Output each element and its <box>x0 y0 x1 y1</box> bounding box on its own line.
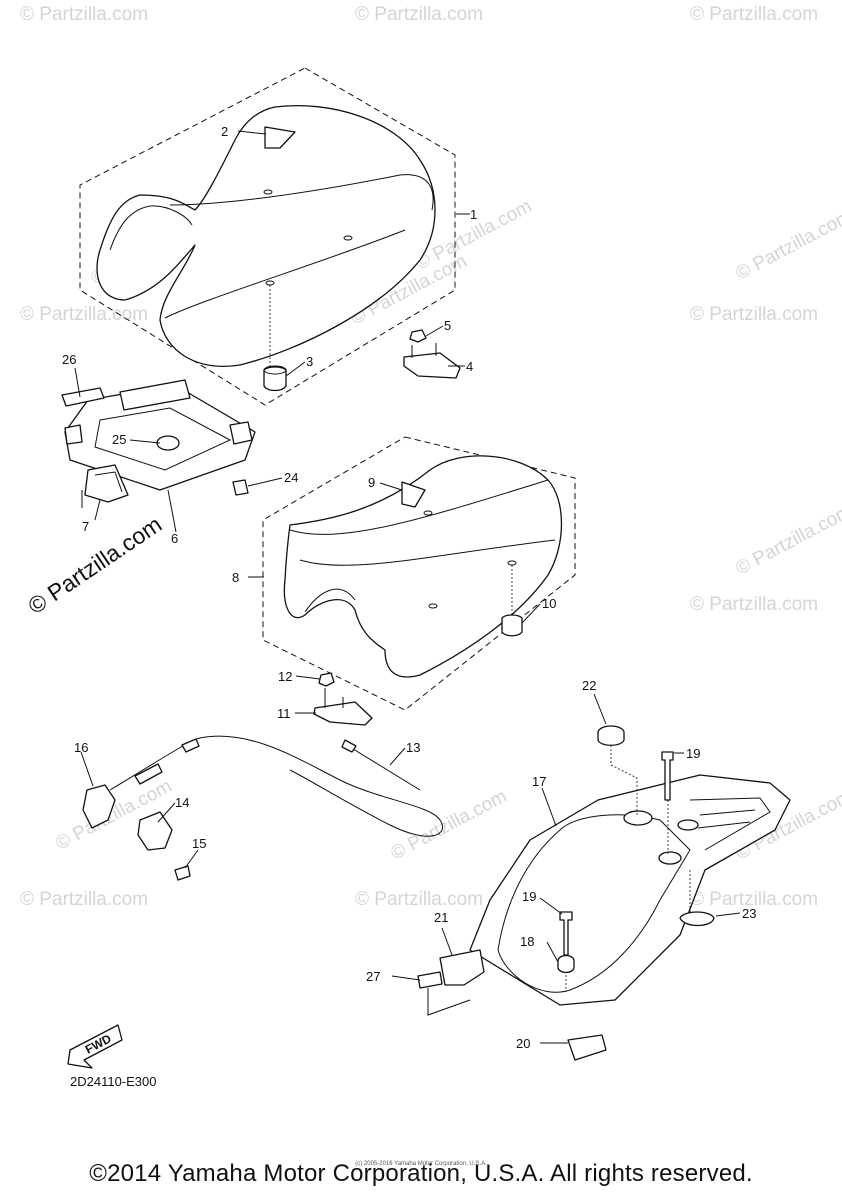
watermark: © Partzilla.com <box>387 786 510 865</box>
watermark-main: © Partzilla.com <box>23 511 166 619</box>
callout-14: 14 <box>175 795 189 810</box>
damper-3 <box>263 366 287 392</box>
bracket-11 <box>313 701 373 726</box>
copyright-footer: ©2014 Yamaha Motor Corporation, U.S.A. A… <box>89 1160 753 1187</box>
callout-7: 7 <box>82 519 89 534</box>
leader-lines <box>74 130 741 1044</box>
pad-21 <box>439 949 485 986</box>
callout-6: 6 <box>171 531 178 546</box>
callout-11: 11 <box>277 706 291 721</box>
front-seat <box>96 104 436 367</box>
rear-seat-dashed-box <box>262 436 576 711</box>
watermark: © Partzilla.com <box>355 4 483 25</box>
callout-22: 22 <box>582 678 596 693</box>
bracket-4 <box>403 352 461 379</box>
damper-24 <box>232 479 249 496</box>
seat-frame-group <box>61 379 256 508</box>
watermark: © Partzilla.com <box>732 206 842 285</box>
callout-9: 9 <box>368 475 375 490</box>
pad-20 <box>567 1034 607 1061</box>
bracket-4-group <box>403 329 461 379</box>
callout-27: 27 <box>366 969 380 984</box>
bolt-19-upper <box>661 751 674 801</box>
grommet-25 <box>156 435 180 451</box>
grommet-22 <box>597 725 625 746</box>
collar-18 <box>557 954 575 974</box>
callout-21: 21 <box>434 910 448 925</box>
small-copyright: (c) 2005-2016 Yamaha Motor Corporation, … <box>355 1161 487 1167</box>
callout-26: 26 <box>62 352 76 367</box>
caution-label-9 <box>401 481 426 508</box>
callout-4: 4 <box>466 359 473 374</box>
callout-20: 20 <box>516 1036 530 1051</box>
lock-7 <box>84 464 129 503</box>
bracket-11-group <box>313 672 373 726</box>
callout-25: 25 <box>112 432 126 447</box>
nut-12 <box>318 672 335 687</box>
watermark: © Partzilla.com <box>690 304 818 325</box>
watermark: © Partzilla.com <box>20 889 148 910</box>
callout-18: 18 <box>520 934 534 949</box>
callouts: 2 1 3 4 5 26 25 24 7 6 9 8 10 12 11 13 1… <box>62 124 756 1051</box>
caution-label-2 <box>264 126 296 149</box>
watermark: © Partzilla.com <box>690 889 818 910</box>
nut-5 <box>409 329 427 343</box>
front-seat-assembly <box>79 67 456 406</box>
callout-17: 17 <box>532 774 546 789</box>
callout-1: 1 <box>470 207 477 222</box>
callout-19-upper: 19 <box>686 746 700 761</box>
callout-19-lower: 19 <box>522 889 536 904</box>
label-27 <box>417 971 443 989</box>
watermark: © Partzilla.com <box>690 594 818 615</box>
callout-8: 8 <box>232 570 239 585</box>
callout-23: 23 <box>742 906 756 921</box>
watermark: © Partzilla.com <box>690 4 818 25</box>
callout-10: 10 <box>542 596 556 611</box>
diagram-code: 2D24110-E300 <box>70 1074 157 1089</box>
callout-16: 16 <box>74 740 88 755</box>
damper-10 <box>501 614 523 637</box>
cable-lock-group <box>82 735 443 881</box>
callout-15: 15 <box>192 836 206 851</box>
callout-24: 24 <box>284 470 298 485</box>
bolt-15 <box>174 865 191 881</box>
washer-23 <box>679 911 715 927</box>
callout-5: 5 <box>444 318 451 333</box>
callout-13: 13 <box>406 740 420 755</box>
bracket-16 <box>82 784 116 829</box>
rear-seat-assembly <box>262 436 576 711</box>
rear-seat <box>283 455 563 678</box>
label-26 <box>61 387 105 407</box>
watermark: © Partzilla.com <box>20 4 148 25</box>
fwd-arrow: FWD <box>67 1024 123 1069</box>
watermark: © Partzilla.com <box>355 889 483 910</box>
watermark: © Partzilla.com <box>732 501 842 580</box>
front-seat-dashed-box <box>79 67 456 406</box>
callout-12: 12 <box>278 669 292 684</box>
watermark: © Partzilla.com <box>20 304 148 325</box>
lock-14 <box>137 811 173 851</box>
callout-3: 3 <box>306 354 313 369</box>
callout-2: 2 <box>221 124 228 139</box>
cable-13 <box>344 743 421 791</box>
